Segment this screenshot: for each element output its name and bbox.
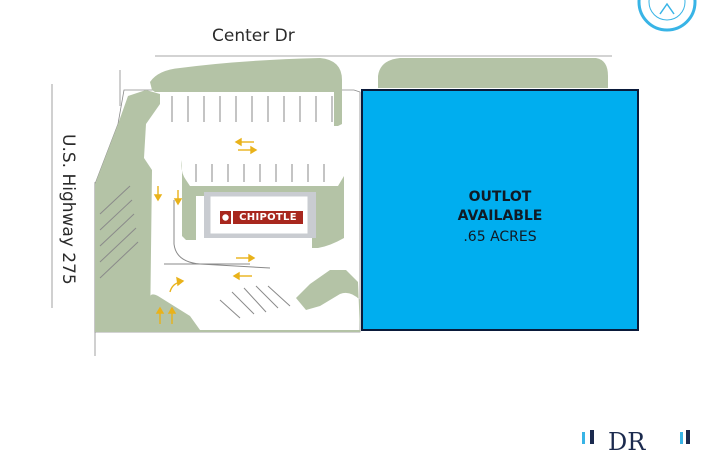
- drive-lines: [164, 200, 271, 269]
- outlot-acreage: .65 ACRES: [463, 229, 537, 245]
- south-landscape-strip: [150, 270, 360, 332]
- outlot-title: OUTLOT: [468, 189, 532, 205]
- brand-logo: [582, 430, 690, 444]
- chipotle-sign: [220, 211, 303, 224]
- outlot-landscape-strip: [378, 58, 608, 88]
- traffic-arrows: [153, 137, 258, 324]
- outlot-status: AVAILABLE: [457, 208, 543, 224]
- traffic-arrow-icon: [234, 137, 258, 155]
- west-landscape-strip: [95, 90, 160, 332]
- compass-icon: [637, 0, 697, 32]
- brand-initials: DR: [608, 428, 646, 456]
- traffic-arrow-icon: [232, 253, 256, 281]
- island-landscape: [181, 160, 344, 248]
- road-label-highway: U.S. Highway 275: [58, 134, 78, 285]
- road-label-center-dr: Center Dr: [212, 26, 295, 46]
- tenant-name: CHIPOTLE: [239, 212, 297, 223]
- parking-stripes: [99, 96, 333, 319]
- traffic-arrow-icon: [155, 306, 177, 324]
- traffic-arrow-icon: [153, 186, 183, 206]
- landscaping: [95, 58, 608, 332]
- site-plan-map: [51, 0, 697, 444]
- north-landscape-strip: [150, 58, 342, 126]
- outlot-parcel: [361, 89, 639, 331]
